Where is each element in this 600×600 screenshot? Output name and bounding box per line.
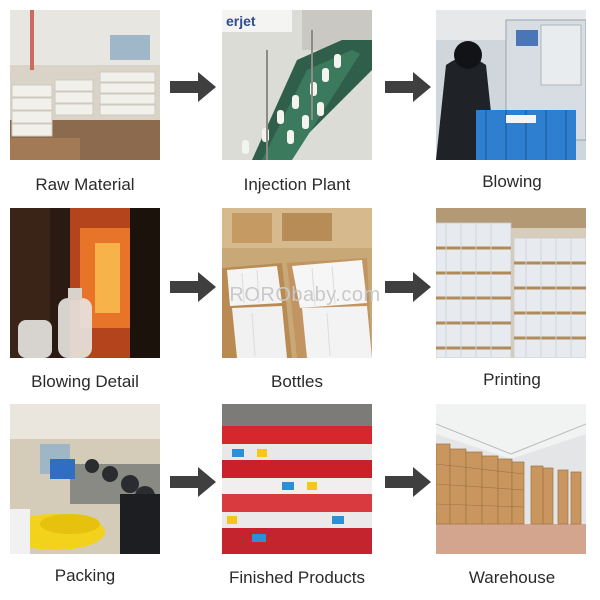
photo-finished-products [222, 404, 372, 554]
arrow-right-icon [170, 467, 216, 497]
arrow-right-icon [385, 467, 431, 497]
photo-blowing-detail [10, 208, 160, 358]
caption-raw-material: Raw Material [35, 175, 135, 194]
caption-printing: Printing [483, 370, 541, 389]
arrow-right-icon [170, 72, 216, 102]
caption-bottles: Bottles [271, 372, 323, 391]
arrow-right-icon [170, 272, 216, 302]
photo-warehouse [436, 404, 586, 554]
watermark: RORObaby.com [229, 284, 381, 306]
caption-blowing-detail: Blowing Detail [31, 372, 139, 391]
photo-bottles [222, 208, 372, 358]
photo-blowing [436, 10, 586, 160]
caption-blowing: Blowing [482, 172, 542, 191]
arrow-right-icon [385, 272, 431, 302]
photo-printing [436, 208, 586, 358]
caption-finished-products: Finished Products [228, 568, 366, 587]
sign-text: erjet [226, 13, 256, 29]
caption-packing: Packing [54, 566, 116, 585]
photo-packing [10, 404, 160, 554]
photo-raw-material [10, 10, 160, 160]
caption-warehouse: Warehouse [468, 568, 556, 587]
caption-injection-plant: Injection Plant [243, 175, 351, 194]
photo-injection-plant: erjet [222, 10, 372, 160]
arrow-right-icon [385, 72, 431, 102]
